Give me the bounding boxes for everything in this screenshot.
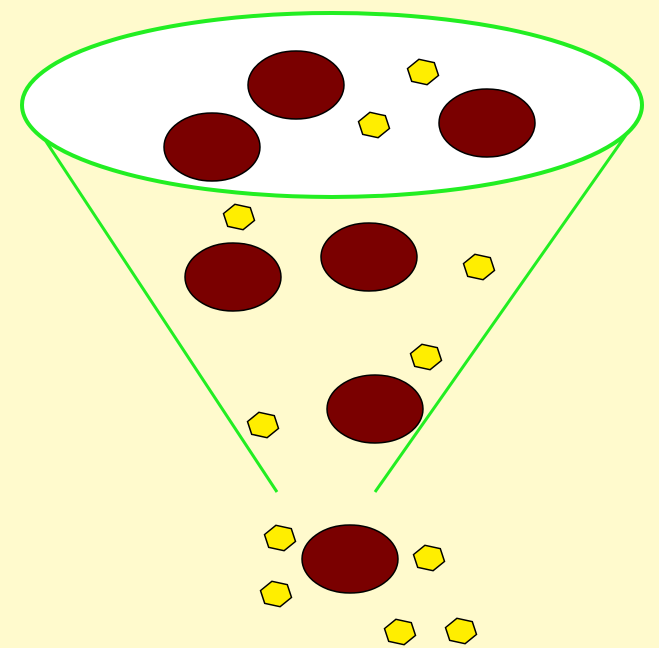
large-particle — [248, 51, 344, 119]
large-particle — [185, 243, 281, 311]
large-particle — [327, 375, 423, 443]
large-particle — [164, 113, 260, 181]
large-particle — [439, 89, 535, 157]
large-particle — [302, 525, 398, 593]
large-particle — [321, 223, 417, 291]
